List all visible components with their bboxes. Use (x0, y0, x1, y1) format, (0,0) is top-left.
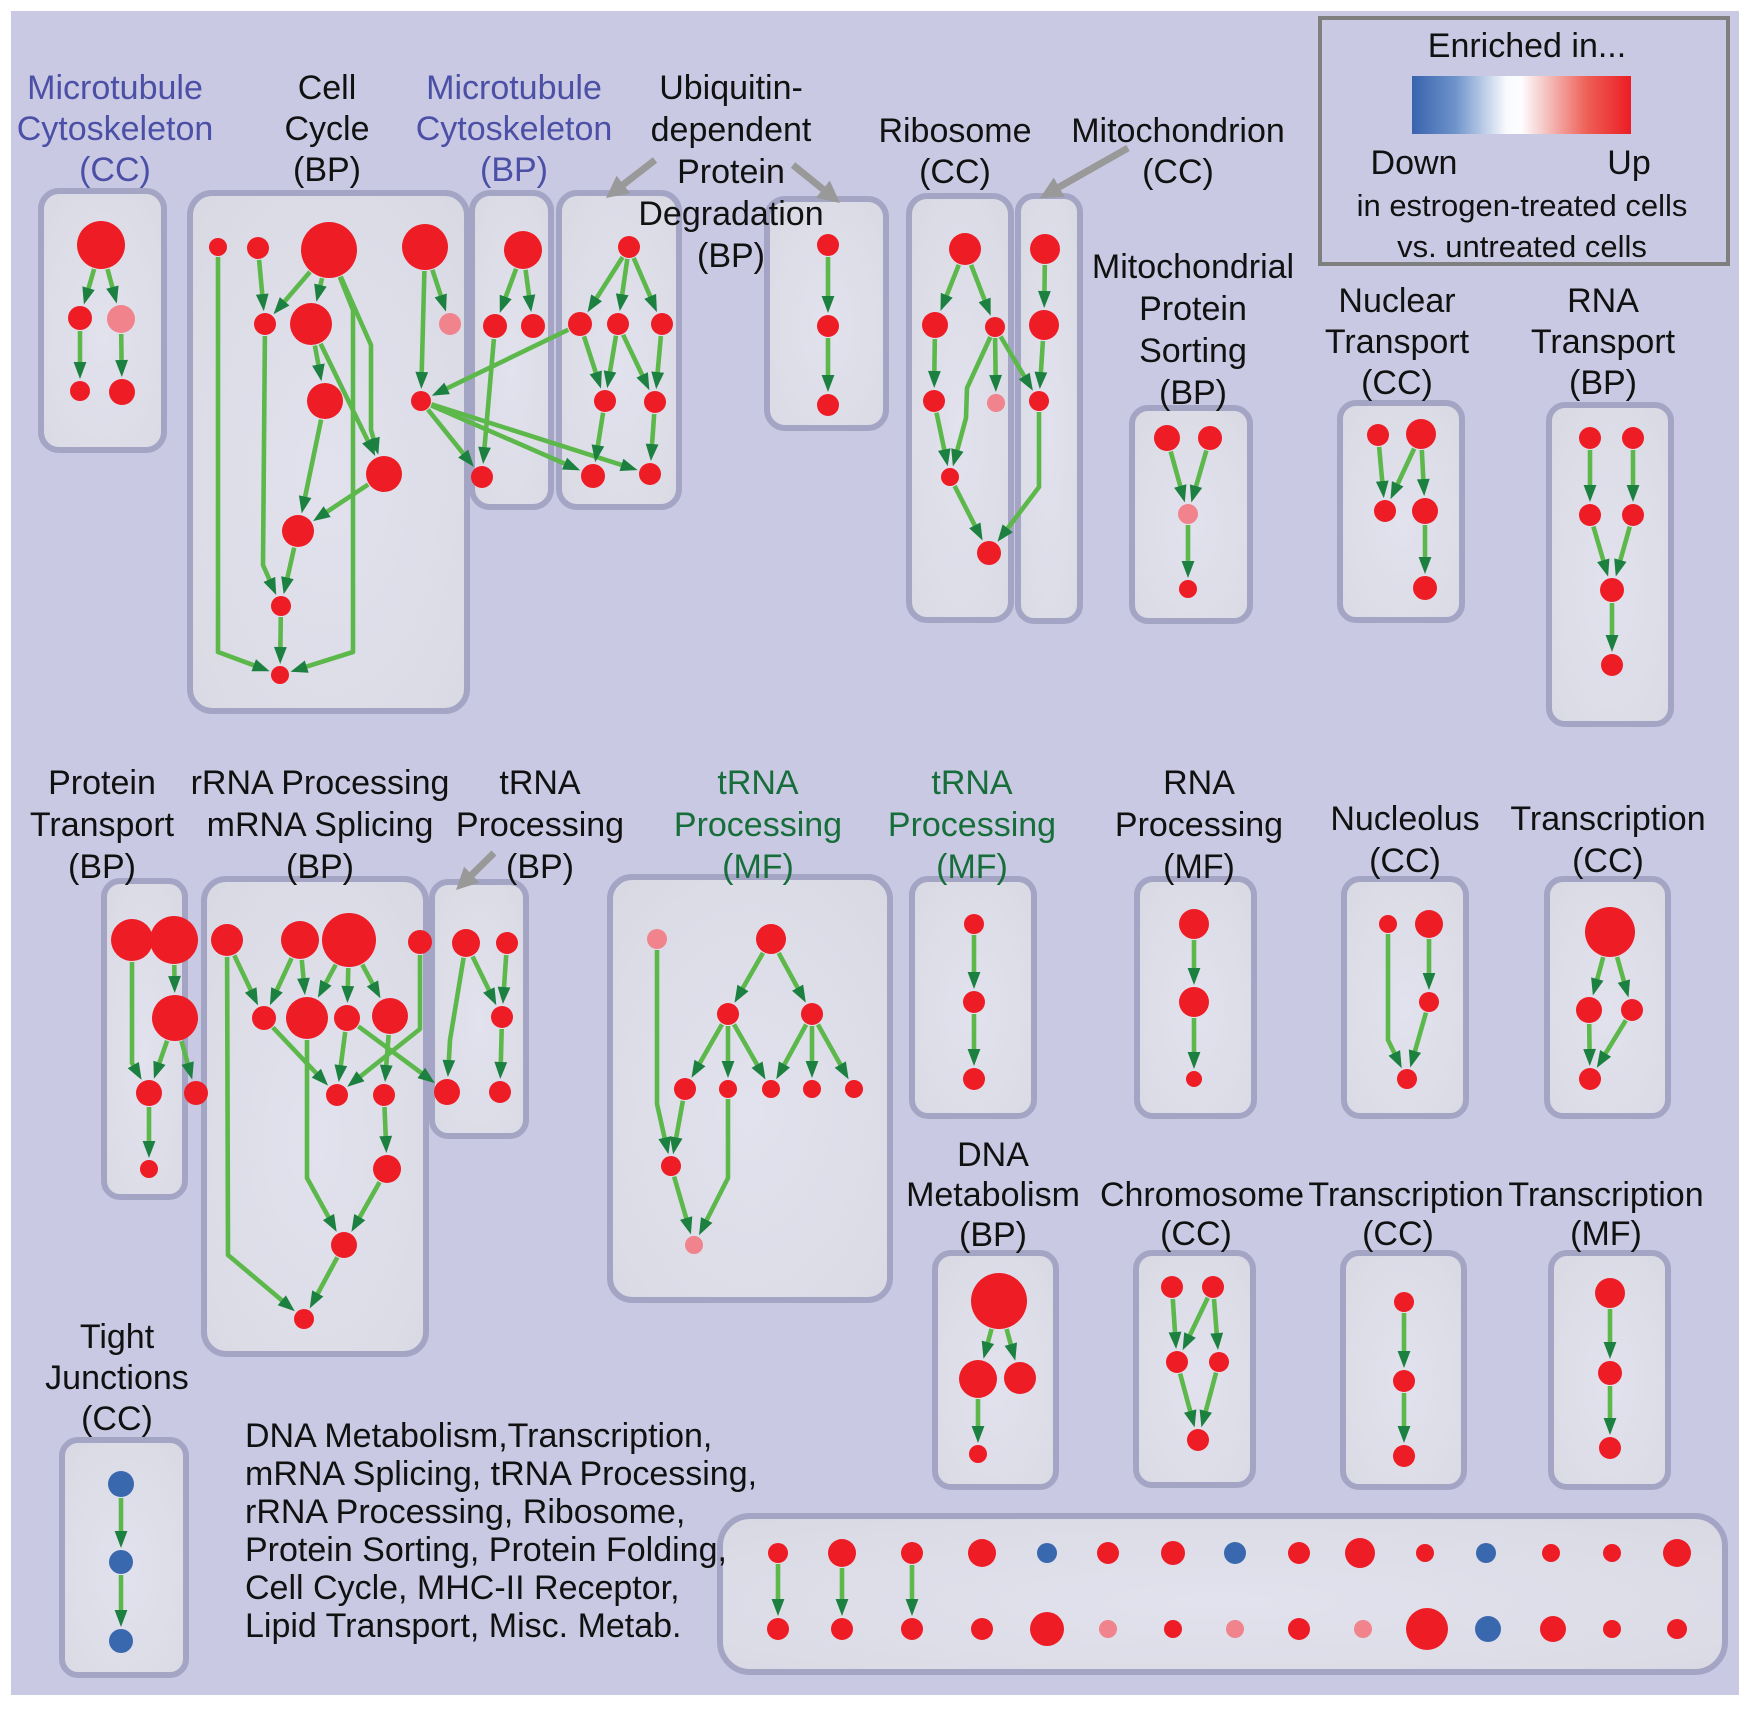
svg-text:(BP): (BP) (293, 151, 361, 189)
svg-text:(CC): (CC) (919, 153, 991, 191)
svg-text:Sorting: Sorting (1139, 332, 1247, 370)
svg-text:DNA: DNA (957, 1136, 1029, 1174)
svg-text:Transport: Transport (1325, 323, 1470, 361)
svg-text:Metabolism: Metabolism (906, 1176, 1080, 1214)
svg-text:(CC): (CC) (81, 1400, 153, 1438)
svg-text:tRNA: tRNA (717, 764, 799, 802)
svg-text:Processing: Processing (456, 806, 624, 844)
svg-text:(BP): (BP) (1569, 364, 1637, 402)
svg-text:Transcription: Transcription (1308, 1176, 1503, 1214)
svg-text:Up: Up (1607, 144, 1650, 182)
svg-text:(CC): (CC) (1361, 364, 1433, 402)
svg-text:Mitochondrial: Mitochondrial (1092, 248, 1294, 286)
svg-text:in estrogen-treated cells: in estrogen-treated cells (1357, 188, 1688, 223)
svg-text:Lipid Transport, Misc. Metab.: Lipid Transport, Misc. Metab. (245, 1607, 682, 1645)
svg-text:Degradation: Degradation (638, 195, 823, 233)
svg-text:mRNA Splicing: mRNA Splicing (207, 806, 434, 844)
svg-text:Protein: Protein (1139, 290, 1247, 328)
svg-text:Nucleolus: Nucleolus (1330, 800, 1479, 838)
svg-text:(BP): (BP) (1159, 374, 1227, 412)
svg-text:mRNA Splicing, tRNA Processing: mRNA Splicing, tRNA Processing, (245, 1455, 757, 1493)
svg-text:Microtubule: Microtubule (27, 69, 203, 107)
svg-text:Protein Sorting, Protein Foldi: Protein Sorting, Protein Folding, (245, 1531, 727, 1569)
svg-text:Enriched in...: Enriched in... (1428, 27, 1626, 65)
svg-text:dependent: dependent (651, 111, 812, 149)
svg-text:tRNA: tRNA (499, 764, 581, 802)
svg-text:Processing: Processing (1115, 806, 1283, 844)
svg-text:Processing: Processing (674, 806, 842, 844)
svg-text:Transcription: Transcription (1510, 800, 1705, 838)
svg-text:vs. untreated cells: vs. untreated cells (1397, 229, 1647, 264)
svg-text:RNA: RNA (1567, 282, 1639, 320)
svg-text:DNA Metabolism,Transcription,: DNA Metabolism,Transcription, (245, 1417, 712, 1455)
svg-text:Nuclear: Nuclear (1338, 282, 1455, 320)
svg-text:Transport: Transport (1531, 323, 1676, 361)
svg-text:(MF): (MF) (1163, 848, 1235, 886)
svg-text:(BP): (BP) (480, 151, 548, 189)
svg-text:tRNA: tRNA (931, 764, 1013, 802)
svg-text:Cytoskeleton: Cytoskeleton (17, 110, 214, 148)
svg-text:(MF): (MF) (936, 848, 1008, 886)
svg-text:(MF): (MF) (1570, 1215, 1642, 1253)
svg-text:Junctions: Junctions (45, 1359, 189, 1397)
svg-text:Cell Cycle, MHC-II Receptor,: Cell Cycle, MHC-II Receptor, (245, 1569, 680, 1607)
svg-text:(MF): (MF) (722, 848, 794, 886)
svg-text:(BP): (BP) (286, 848, 354, 886)
svg-text:(CC): (CC) (79, 151, 151, 189)
svg-text:rRNA Processing: rRNA Processing (191, 764, 450, 802)
svg-text:(BP): (BP) (506, 848, 574, 886)
svg-text:(BP): (BP) (959, 1216, 1027, 1254)
svg-text:(CC): (CC) (1362, 1215, 1434, 1253)
svg-text:Transcription: Transcription (1508, 1176, 1703, 1214)
svg-text:(CC): (CC) (1142, 153, 1214, 191)
svg-text:Cytoskeleton: Cytoskeleton (416, 110, 613, 148)
svg-text:Ribosome: Ribosome (878, 112, 1031, 150)
svg-text:(BP): (BP) (68, 848, 136, 886)
svg-text:rRNA Processing, Ribosome,: rRNA Processing, Ribosome, (245, 1493, 685, 1531)
svg-text:Cell: Cell (298, 69, 357, 107)
svg-text:Transport: Transport (30, 806, 175, 844)
svg-text:(CC): (CC) (1160, 1215, 1232, 1253)
svg-text:Ubiquitin-: Ubiquitin- (659, 69, 803, 107)
svg-text:Chromosome: Chromosome (1100, 1176, 1304, 1214)
svg-text:Protein: Protein (48, 764, 156, 802)
svg-text:Cycle: Cycle (284, 110, 369, 148)
svg-text:Protein: Protein (677, 153, 785, 191)
svg-text:(CC): (CC) (1369, 842, 1441, 880)
svg-text:Microtubule: Microtubule (426, 69, 602, 107)
svg-text:(BP): (BP) (697, 237, 765, 275)
svg-text:Tight: Tight (80, 1318, 155, 1356)
svg-text:Mitochondrion: Mitochondrion (1071, 112, 1285, 150)
svg-text:Processing: Processing (888, 806, 1056, 844)
svg-text:Down: Down (1371, 144, 1458, 182)
svg-text:RNA: RNA (1163, 764, 1235, 802)
svg-text:(CC): (CC) (1572, 842, 1644, 880)
